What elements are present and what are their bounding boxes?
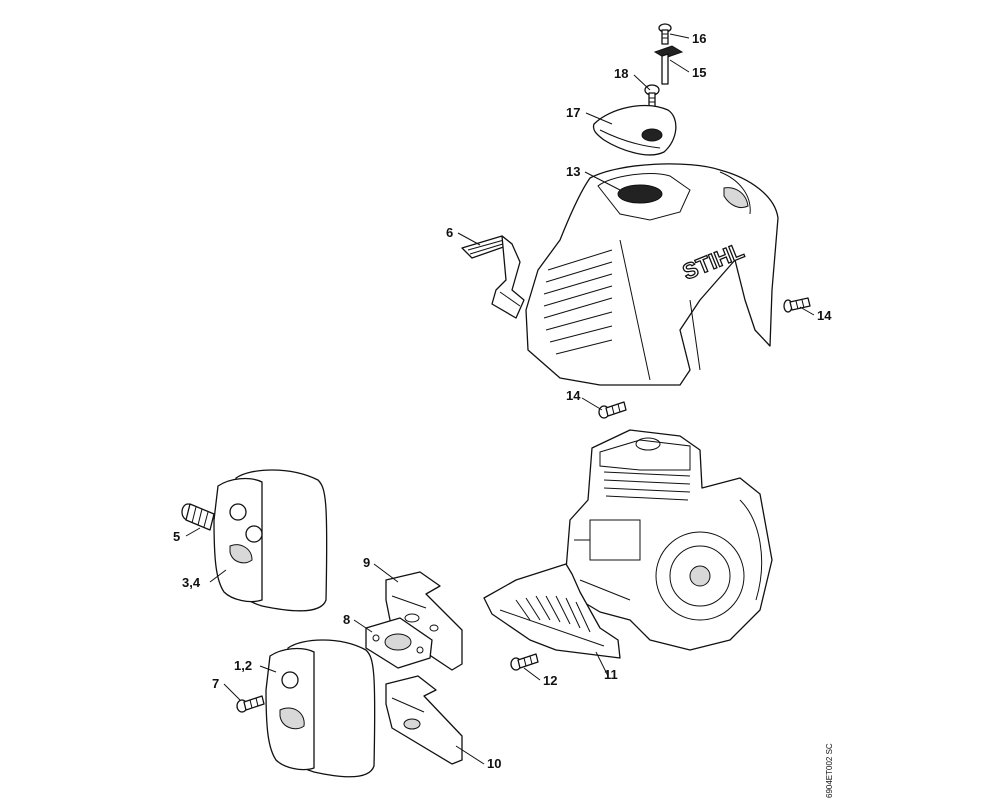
engine-assembly	[565, 429, 773, 651]
part-13-engine-cover: STIHL	[525, 163, 779, 386]
callout-3-4: 3,4	[182, 575, 201, 590]
part-12-screw	[510, 653, 539, 671]
callout-14-lower: 14	[566, 388, 581, 403]
part-5-spark-arrestor	[181, 503, 215, 531]
callout-9: 9	[363, 555, 370, 570]
part-18-screw	[644, 84, 660, 108]
cover-vent-slots	[543, 249, 613, 355]
part-17-cap	[592, 104, 677, 156]
part-7-screw	[236, 695, 265, 713]
part-10-heat-shield	[385, 675, 463, 765]
part-14-screw-right	[783, 297, 811, 313]
callout-18: 18	[614, 66, 628, 81]
part-14-screw-lower	[598, 401, 627, 419]
part-11-guard-plate	[483, 563, 621, 659]
part-9-heat-shield	[385, 571, 463, 671]
part-15-clip	[653, 45, 684, 85]
callout-1-2: 1,2	[234, 658, 252, 673]
callout-10: 10	[487, 756, 501, 771]
callout-14-right: 14	[817, 308, 832, 323]
callout-6: 6	[446, 225, 453, 240]
callout-7: 7	[212, 676, 219, 691]
part-6-bracket	[461, 235, 525, 319]
callout-5: 5	[173, 529, 180, 544]
callout-11: 11	[604, 667, 618, 682]
leader-lines	[185, 33, 815, 765]
part-1-2-muffler	[265, 639, 376, 778]
part-8-gasket	[365, 617, 433, 669]
callout-labels: 16 15 18 17 13 6 14 14 5 3,4 9 8 12 11 1…	[173, 31, 832, 771]
callout-12: 12	[543, 673, 557, 688]
callout-8: 8	[343, 612, 350, 627]
callout-13: 13	[566, 164, 580, 179]
callout-17: 17	[566, 105, 580, 120]
reference-code: 6904ET002 SC	[825, 743, 834, 798]
part-16-screw	[658, 23, 672, 45]
part-3-4-muffler	[213, 469, 328, 612]
callout-15: 15	[692, 65, 706, 80]
callout-16: 16	[692, 31, 706, 46]
